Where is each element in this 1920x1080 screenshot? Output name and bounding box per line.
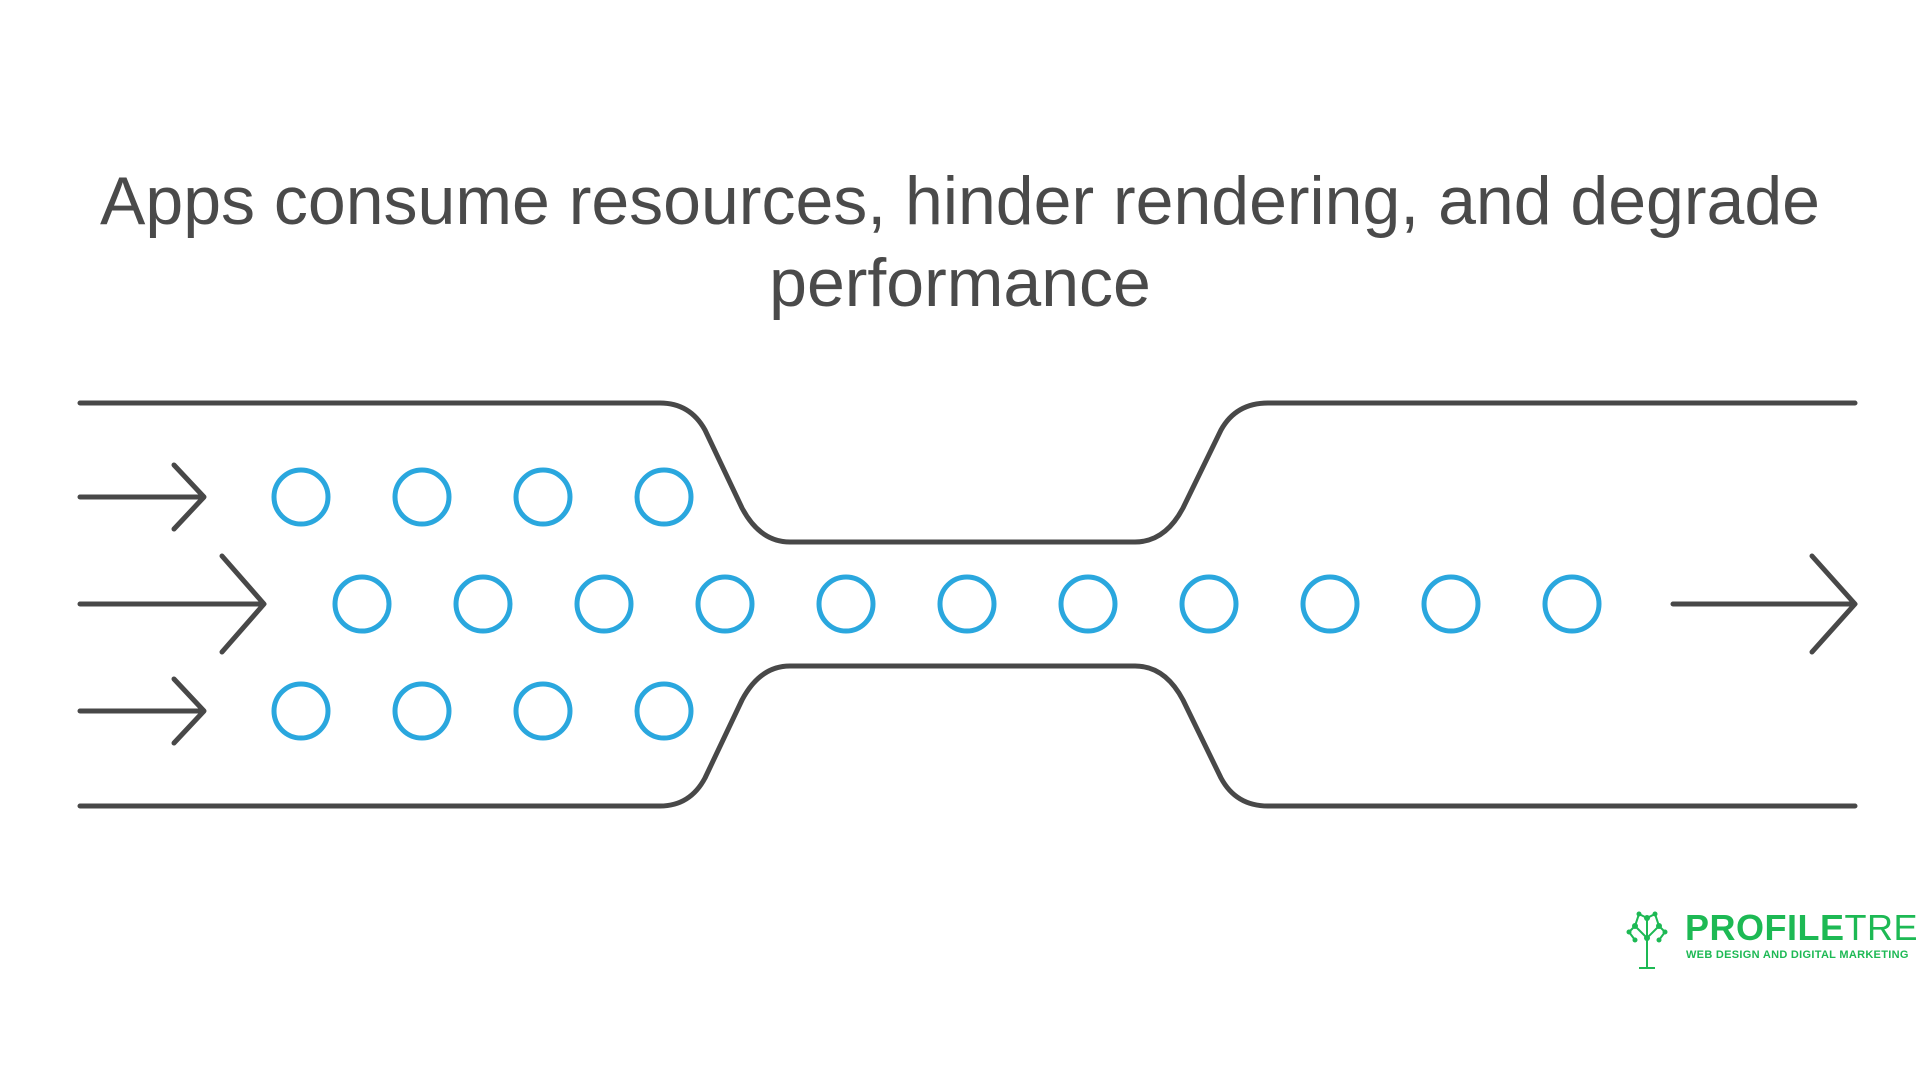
resource-dot-upper [513,467,573,527]
pipe-top-wall [77,400,1858,545]
logo-word-light: TREE [1844,907,1920,948]
resource-dot-lower [271,681,331,741]
arrow-right-icon [77,676,207,746]
resource-dot-middle [1421,574,1481,634]
arrow-right-icon [77,553,267,655]
resource-dot-middle [1058,574,1118,634]
resource-dot-middle [937,574,997,634]
resource-dot-middle [816,574,876,634]
resource-dot-middle [574,574,634,634]
resource-dot-middle [332,574,392,634]
resource-dot-lower [513,681,573,741]
resource-dot-lower [392,681,452,741]
page-title: Apps consume resources, hinder rendering… [100,163,1820,321]
pipe-bottom-wall [77,663,1858,809]
tree-network-icon [1626,911,1668,969]
resource-dot-upper [271,467,331,527]
resource-dot-middle [1542,574,1602,634]
logo-tagline: WEB DESIGN AND DIGITAL MARKETING [1686,949,1909,961]
resource-dot-middle [1179,574,1239,634]
resource-dot-lower [634,681,694,741]
profiletree-logo: PROFILETREE WEB DESIGN AND DIGITAL MARKE… [1625,908,1920,970]
resource-dot-middle [453,574,513,634]
logo-word-bold: PROFILE [1685,907,1845,948]
arrow-right-icon [77,462,207,532]
logo-wordmark: PROFILETREE [1685,908,1920,948]
arrow-right-icon [1670,553,1858,655]
resource-dot-upper [392,467,452,527]
resource-dot-middle [695,574,755,634]
resource-dot-middle [1300,574,1360,634]
resource-dot-upper [634,467,694,527]
